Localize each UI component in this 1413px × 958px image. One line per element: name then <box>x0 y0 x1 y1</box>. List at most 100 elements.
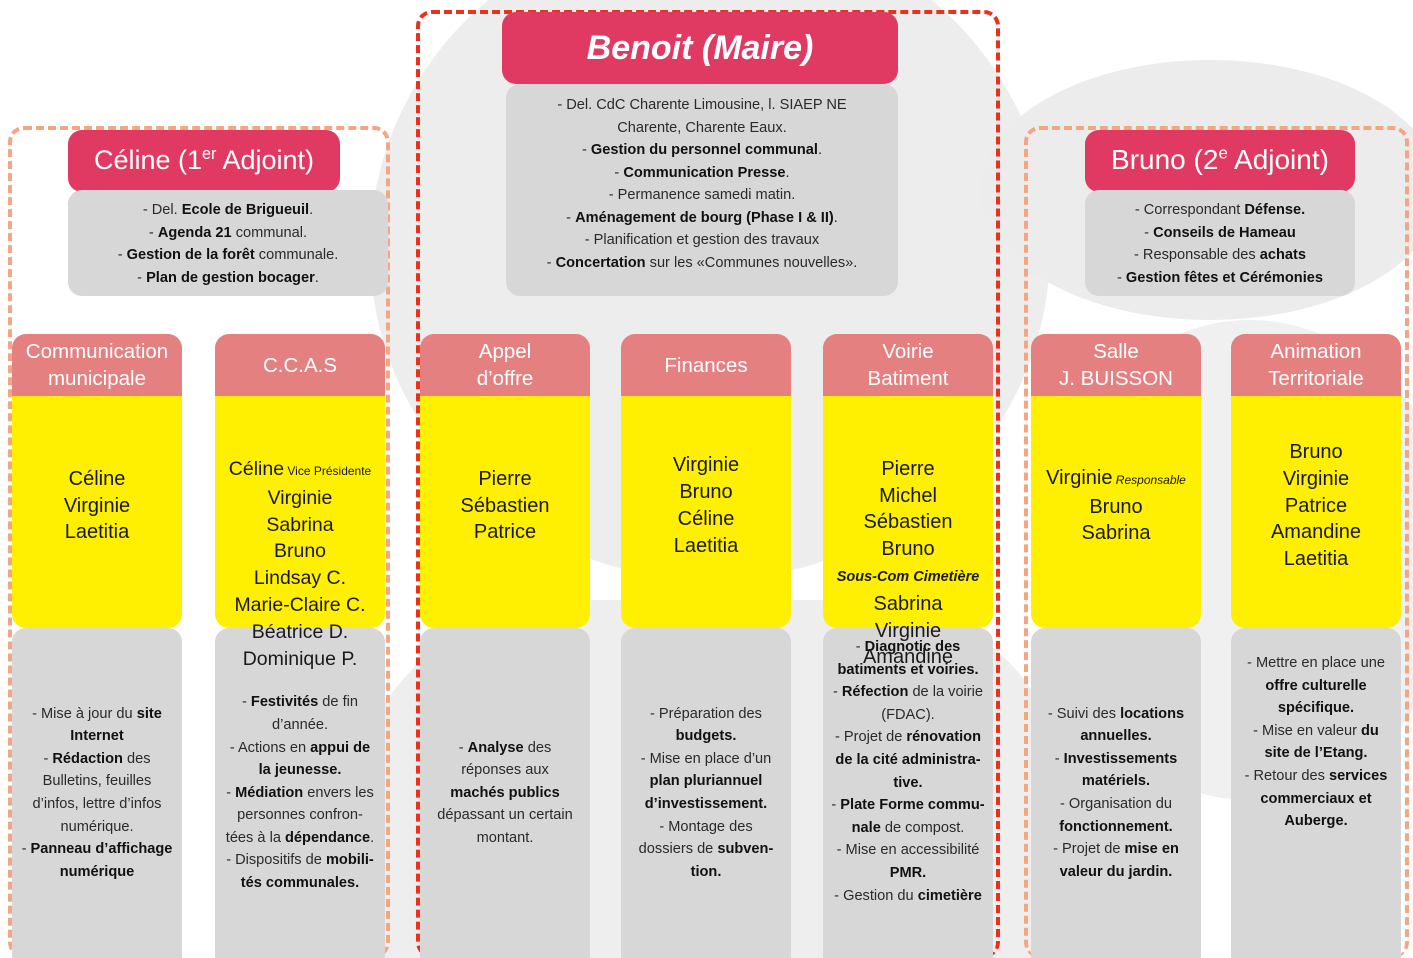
task-line: - Projet de rénovation <box>835 726 981 749</box>
text-run: Responsable <box>1112 472 1186 487</box>
column-title-line: Communication <box>25 340 169 363</box>
column-title-line: d’offre <box>476 367 534 390</box>
task-line: réponses aux <box>461 759 549 782</box>
column-title: C.C.A.S <box>215 334 385 396</box>
text-run: de fin <box>318 694 358 711</box>
text-run: mobili- <box>325 852 374 869</box>
task-line: la jeunesse. <box>259 759 342 782</box>
member-name: Bruno <box>881 536 934 563</box>
text-run: Lindsay C. <box>253 567 347 590</box>
text-run: . <box>785 164 790 181</box>
task-line: - Festivités de fin <box>242 691 358 714</box>
member-name: Sous-Com Cimetière <box>837 562 980 591</box>
text-run: - Permanence samedi matin. <box>608 187 796 203</box>
task-line: - Projet de mise en <box>1053 838 1179 861</box>
text-run: Aménagement de bourg (Phase I & II) <box>575 209 834 226</box>
task-line: dépassant un certain <box>437 804 573 827</box>
text-run: Virginie <box>1046 466 1113 489</box>
text-run: annuelles. <box>1080 728 1152 745</box>
text-run: valeur du jardin. <box>1059 863 1173 880</box>
text-run: - Projet de <box>835 729 907 746</box>
task-line: d’année. <box>272 714 328 737</box>
text-run: Sabrina <box>873 592 943 615</box>
text-run: fonctionnement. <box>1059 818 1173 835</box>
text-run: - <box>241 694 251 711</box>
member-name: Virginie Responsable <box>1046 465 1186 494</box>
text-run: Dominique P. <box>242 647 358 670</box>
task-line: - Investissements <box>1055 748 1178 771</box>
text-run: Céline <box>677 508 735 530</box>
text-run: - <box>566 209 576 226</box>
text-run: Virginie <box>1282 467 1350 490</box>
task-line: batiments et voiries. <box>837 659 978 682</box>
text-run: - Mise à jour du <box>32 705 137 722</box>
text-run: - <box>137 269 147 286</box>
text-run: Bruno <box>1089 495 1143 518</box>
duty-line: - Aménagement de bourg (Phase I & II). <box>506 207 898 230</box>
text-run: Plate Forme commu- <box>840 797 985 814</box>
text-run: offre culturelle <box>1265 677 1367 694</box>
member-name: Lindsay C. <box>254 565 346 592</box>
task-line: budgets. <box>676 725 737 748</box>
text-run: Festivités <box>250 694 319 711</box>
column-title-line: Voirie <box>882 340 934 363</box>
benoit-duties: - Del. CdC Charente Limousine, l. SIAEP … <box>506 84 898 296</box>
text-run: numérique <box>59 863 135 880</box>
task-line: - Suivi des locations <box>1048 703 1184 726</box>
text-run: des <box>122 750 151 767</box>
task-line: tive. <box>893 772 922 795</box>
text-run: Amandine <box>862 646 954 669</box>
text-run: - <box>546 254 556 271</box>
text-run: - <box>117 247 127 263</box>
text-run: Médiation <box>235 784 304 801</box>
text-run: Bruno <box>273 540 327 563</box>
task-line: d’investissement. <box>645 793 767 816</box>
duty-line: - Permanence samedi matin. <box>506 184 898 207</box>
column-title-line: Finances <box>664 353 748 377</box>
duty-line: - Correspondant Défense. <box>1085 199 1355 222</box>
celine-header: Céline (1er Adjoint) <box>68 130 340 192</box>
text-run: Céline <box>228 458 285 480</box>
duty-line: - Responsable des achats <box>1085 244 1355 267</box>
duty-line: - Plan de gestion bocager. <box>68 267 388 290</box>
text-run: Rédaction <box>52 750 123 767</box>
text-run: matériels. <box>1081 773 1151 790</box>
member-name: Amandine <box>1271 519 1361 546</box>
task-line: montant. <box>477 827 534 850</box>
text-run: envers les <box>303 784 374 801</box>
task-line: - Retour des services <box>1245 765 1388 788</box>
text-run: - Planification et gestion des travaux <box>584 232 820 248</box>
task-line: - Mise en valeur du <box>1253 720 1379 743</box>
text-run: budgets. <box>675 728 737 745</box>
text-run: - Actions en <box>229 739 311 756</box>
text-run: Analyse <box>467 739 524 756</box>
text-run: dépendance <box>285 829 371 846</box>
text-run: - Del. <box>142 202 182 218</box>
text-run: - <box>581 142 591 158</box>
task-line: annuelles. <box>1080 725 1151 748</box>
member-name: Virginie <box>875 618 941 645</box>
duty-line: - Gestion du personnel communal. <box>506 139 898 162</box>
task-line: - Panneau d’affichage <box>22 838 173 861</box>
text-run: Michel <box>879 484 937 507</box>
text-run: d’année. <box>272 716 328 733</box>
text-run: tées à la <box>225 829 285 846</box>
text-run: locations <box>1120 705 1185 722</box>
text-run: - <box>855 639 865 655</box>
text-run: - <box>21 841 31 858</box>
text-run: - Del. CdC Charente Limousine, l. SIAEP … <box>557 97 847 113</box>
text-run: Gestion du personnel communal <box>590 142 818 158</box>
task-line: offre culturelle <box>1265 675 1366 698</box>
duty-line: Charente, Charente Eaux. <box>506 117 898 140</box>
member-name: Sébastien <box>461 493 550 520</box>
text-run: - Projet de <box>1053 841 1125 858</box>
